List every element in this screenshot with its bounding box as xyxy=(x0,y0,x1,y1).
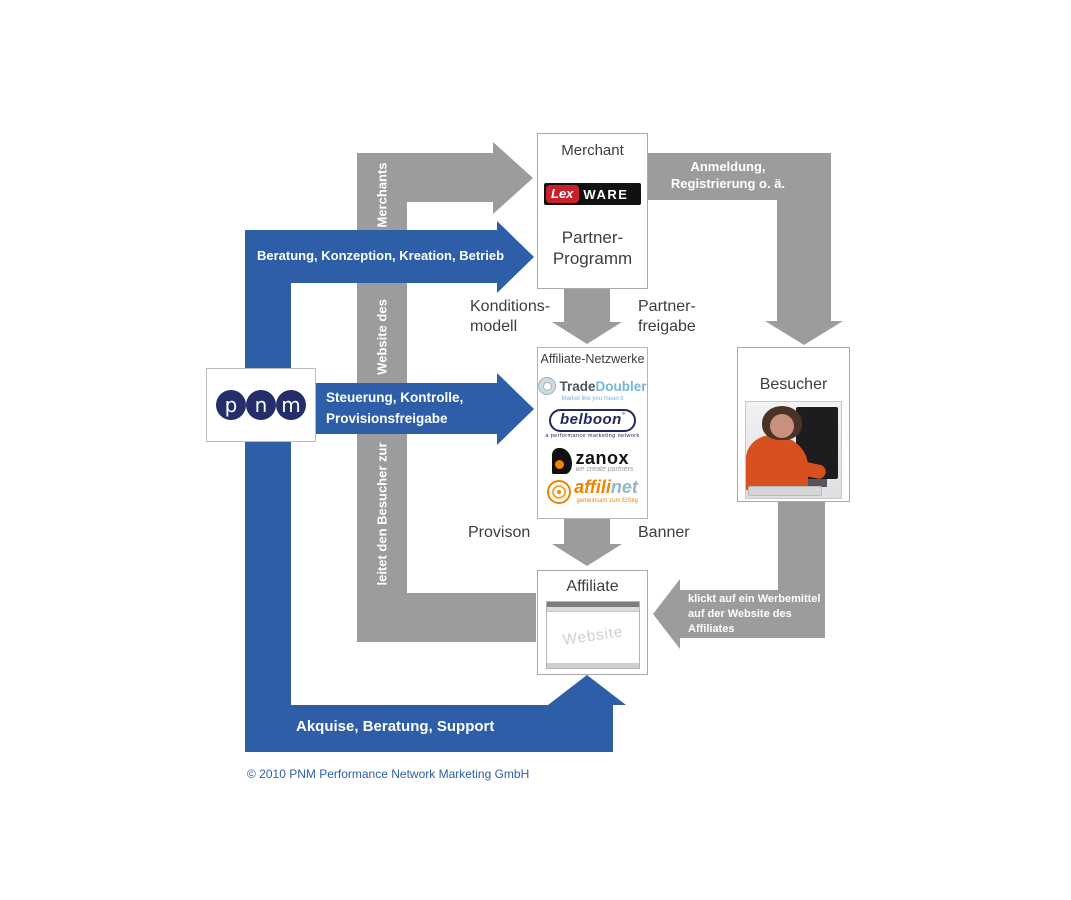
blue-arrow-beratung-head xyxy=(497,221,534,293)
website-watermark: Website xyxy=(561,623,624,649)
pnm-letter-m: m xyxy=(281,393,301,417)
gray-bar-to-affiliate xyxy=(405,593,536,642)
blue-arrow-akquise-head xyxy=(548,675,626,705)
gray-arrow-klickt-head xyxy=(653,579,680,649)
klickt-arrow-label: klickt auf ein Werbemittel auf der Websi… xyxy=(688,593,821,635)
affilinet-logo: affilinet gemeinsam zum Erfolg xyxy=(538,477,647,504)
vertical-label-merchants: Merchants xyxy=(374,162,390,228)
belboon-tagline: a performance marketing network xyxy=(545,433,640,439)
vertical-label-website-des: Website des xyxy=(374,299,390,375)
steuerung-arrow-label: Steuerung, Kontrolle, Provisionsfreigabe xyxy=(326,390,464,426)
belboon-text: belboon xyxy=(559,411,622,428)
gray-arrow-networks-to-affiliate-head xyxy=(552,544,622,566)
copyright-text: © 2010 PNM Performance Network Marketing… xyxy=(247,767,530,781)
belboon-logo: belboon° xyxy=(538,409,647,432)
pnm-circle-p: p xyxy=(216,390,246,420)
lexware-logo-ware: WARE xyxy=(583,186,629,202)
label-partnerfreigabe: Partner- freigabe xyxy=(638,298,696,335)
lexware-logo-lex: Lex xyxy=(546,185,580,203)
website-toolbar xyxy=(546,602,639,607)
affilinet-text-net: net xyxy=(610,477,638,497)
beratung-arrow-label: Beratung, Konzeption, Kreation, Betrieb xyxy=(257,248,505,263)
blue-arrow-steuerung-head xyxy=(497,373,534,445)
gray-arrow-anmeldung-horizontal xyxy=(648,153,831,200)
pnm-circle-n: n xyxy=(246,390,276,420)
photo-monitor-stand xyxy=(807,479,827,487)
gray-arrow-to-merchant-head xyxy=(493,142,533,214)
besucher-photo xyxy=(745,401,842,499)
blue-arrow-akquise-shaft xyxy=(245,705,613,752)
affilinet-icon xyxy=(547,480,572,504)
gray-arrow-klickt-shaft xyxy=(680,590,825,638)
anmeldung-arrow-label: Anmeldung, Registrierung o. ä. xyxy=(670,159,786,191)
affiliate-title: Affiliate xyxy=(566,578,619,595)
zanox-icon xyxy=(551,448,572,474)
tradedoubler-text-doubler: Doubler xyxy=(595,378,647,394)
label-konditionsmodell: Konditions- modell xyxy=(470,298,551,335)
tradedoubler-tagline: Market like you mean it xyxy=(561,396,624,402)
website-statusbar xyxy=(546,663,639,668)
blue-arrow-steuerung-shaft xyxy=(300,383,497,434)
pnm-letter-n: n xyxy=(254,393,268,417)
zanox-logo: zanox we create partners xyxy=(538,448,647,474)
gray-arrow-anmeldung-head xyxy=(765,321,843,345)
affiliate-networks-title: Affiliate-Netzwerke xyxy=(540,352,645,366)
blue-vertical-bar xyxy=(245,230,291,752)
besucher-title: Besucher xyxy=(759,376,828,393)
belboon-oval: belboon° xyxy=(548,409,637,432)
tradedoubler-text-trade: Trade xyxy=(559,378,596,394)
gray-arrow-merchant-to-networks-head xyxy=(552,322,622,344)
photo-keyboard xyxy=(748,486,822,496)
label-banner: Banner xyxy=(638,524,690,541)
gray-arrow-to-merchant-shaft xyxy=(405,153,493,202)
zanox-tagline: we create partners xyxy=(575,465,634,473)
tradedoubler-icon xyxy=(538,377,557,395)
zanox-text: zanox xyxy=(575,447,630,468)
vertical-label-leitet-den-besucher: leitet den Besucher zur xyxy=(374,442,390,586)
affilinet-text-affili: affili xyxy=(574,477,611,497)
affilinet-tagline: gemeinsam zum Erfolg xyxy=(576,498,638,504)
gray-arrow-anmeldung-vertical xyxy=(777,198,831,321)
pnm-letter-p: p xyxy=(224,393,238,417)
merchant-subtitle: Partner- Programm xyxy=(552,228,633,268)
akquise-arrow-label: Akquise, Beratung, Support xyxy=(296,718,495,735)
label-provision: Provison xyxy=(468,524,531,541)
photo-person-face xyxy=(770,414,794,438)
affilinet-text: affilinet xyxy=(574,477,638,498)
merchant-title: Merchant xyxy=(561,142,624,159)
belboon-mark: ° xyxy=(621,411,626,420)
pnm-logo-box: p n m xyxy=(206,368,316,442)
besucher-box: Besucher xyxy=(737,347,850,502)
website-addressbar xyxy=(546,607,639,612)
affiliate-website-graphic: Website xyxy=(545,601,640,669)
affiliate-box: Affiliate Website xyxy=(537,570,648,675)
blue-arrow-beratung-shaft xyxy=(245,230,497,283)
pnm-circle-m: m xyxy=(276,390,306,420)
